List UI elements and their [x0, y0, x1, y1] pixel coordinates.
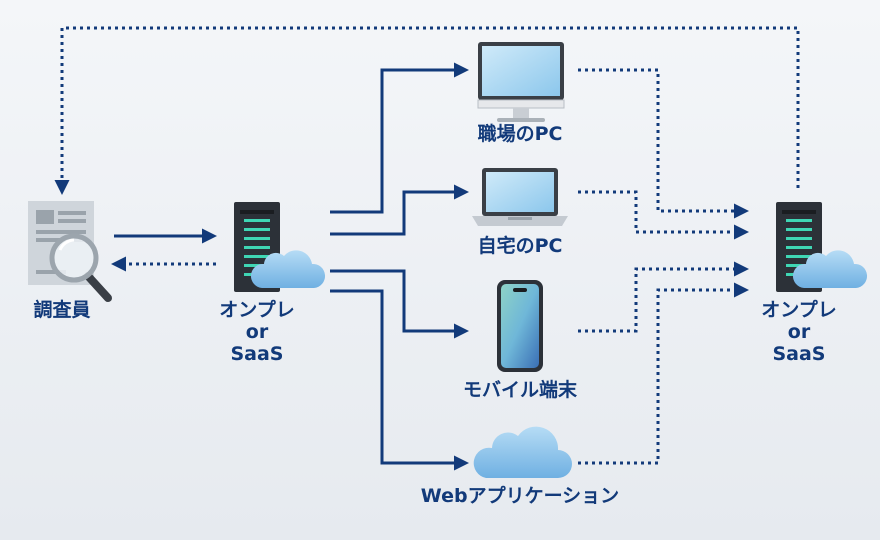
source-label-line2: or — [245, 320, 269, 343]
document-magnifier-icon — [28, 201, 112, 302]
source-label-line3: SaaS — [230, 342, 284, 365]
arrow-to-workplace-pc — [330, 62, 469, 214]
investigator-label: 調査員 — [33, 299, 91, 321]
source-label: オンプレ or SaaS — [202, 299, 312, 366]
arrow-to-webapp — [330, 289, 469, 471]
source-label-line1: オンプレ — [219, 299, 295, 321]
workplace-pc-label: 職場のPC — [477, 123, 563, 145]
destination-label: オンプレ or SaaS — [744, 299, 854, 366]
source-cloud-icon — [250, 250, 326, 288]
webapp-cloud-icon — [473, 426, 572, 478]
smartphone-icon — [497, 280, 543, 372]
monitor-icon — [477, 42, 565, 122]
webapp-label: Webアプリケーション — [420, 485, 620, 507]
destination-cloud-icon — [792, 250, 868, 288]
dotted-home-to-dest — [578, 190, 749, 240]
destination-label-line1: オンプレ — [761, 299, 837, 321]
home-pc-label: 自宅のPC — [477, 235, 563, 257]
arrow-to-home-pc — [330, 184, 469, 236]
dotted-workplace-to-dest — [578, 68, 749, 219]
arrow-to-mobile — [330, 269, 469, 339]
laptop-icon — [472, 168, 568, 226]
destination-label-line3: SaaS — [772, 342, 826, 365]
dotted-dest-to-investigator — [54, 26, 800, 195]
dotted-webapp-to-dest — [578, 282, 749, 465]
destination-label-line2: or — [787, 320, 811, 343]
dotted-mobile-to-dest — [578, 261, 749, 333]
mobile-label: モバイル端末 — [462, 379, 577, 401]
